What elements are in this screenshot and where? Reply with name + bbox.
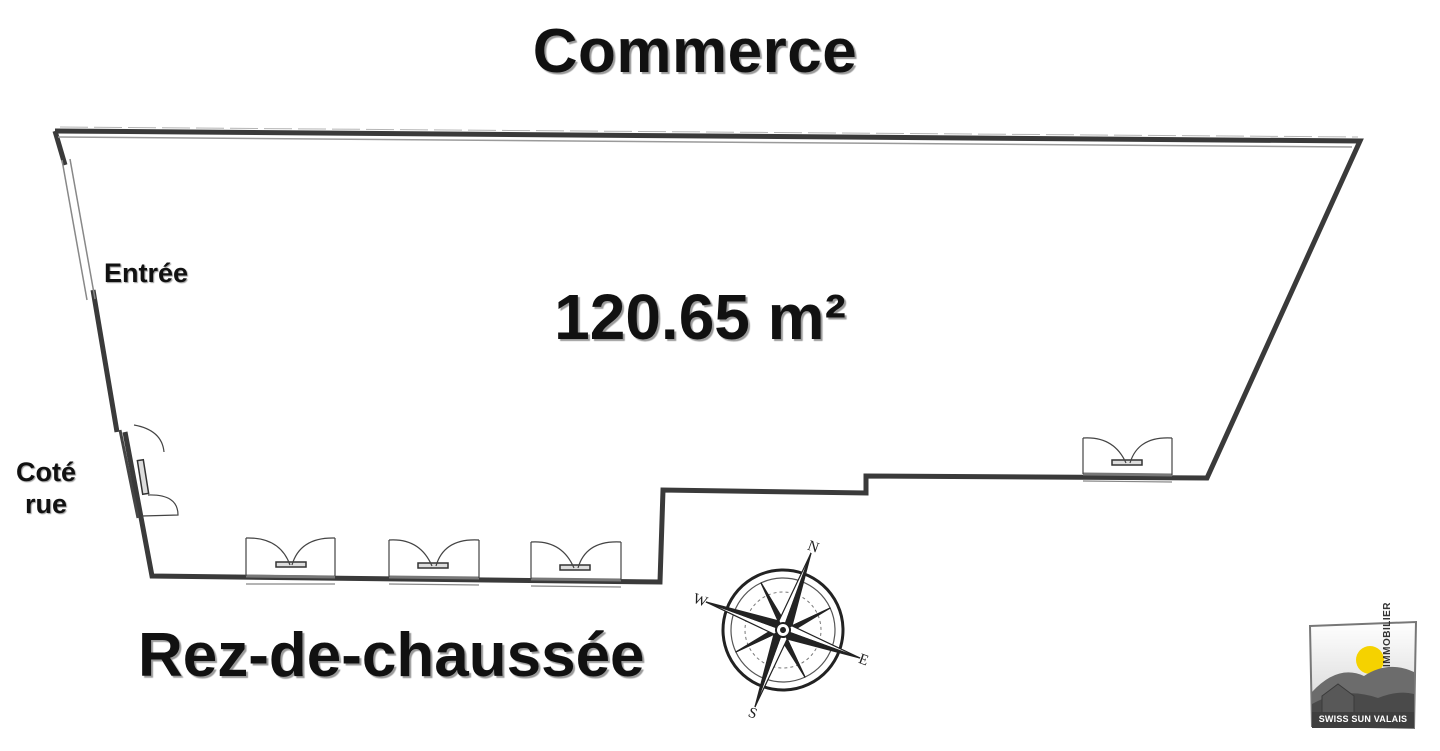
street-side-line-2: rue [24,489,68,520]
compass-north-label: N [805,538,821,557]
walls [52,128,1364,585]
front-wall-segment [90,289,120,433]
shop-door-2 [388,539,480,586]
entrance-label: Entrée [104,258,189,288]
compass-west-label: W [691,591,711,611]
compass-south-label: S [746,705,759,723]
street-side-line-1: Coté [16,457,76,487]
top-wall-outer-line [59,126,1359,138]
swiss-sun-valais-logo [1308,620,1418,730]
exterior-wall [54,128,1364,585]
sun-icon [1356,646,1384,674]
plan-title: Commerce [532,17,858,86]
street-door [118,424,179,519]
logo-side-text: IMMOBILIER [1382,602,1393,667]
shop-door-1 [245,537,336,585]
logo-name: SWISS SUN VALAIS [1318,714,1408,724]
compass-east-label: E [856,651,870,669]
floor-label: Rez-de-chaussée [138,621,645,690]
entrance-glazing [61,158,96,301]
corner-wall [52,130,68,166]
side-door [1082,437,1173,483]
top-wall-inner-line [57,136,1353,148]
street-side-label: Coté rue [4,456,88,521]
shop-door-3 [530,541,622,588]
area-label: 120.65 m² [554,281,846,353]
compass-rose-icon: N S E W [691,538,870,723]
